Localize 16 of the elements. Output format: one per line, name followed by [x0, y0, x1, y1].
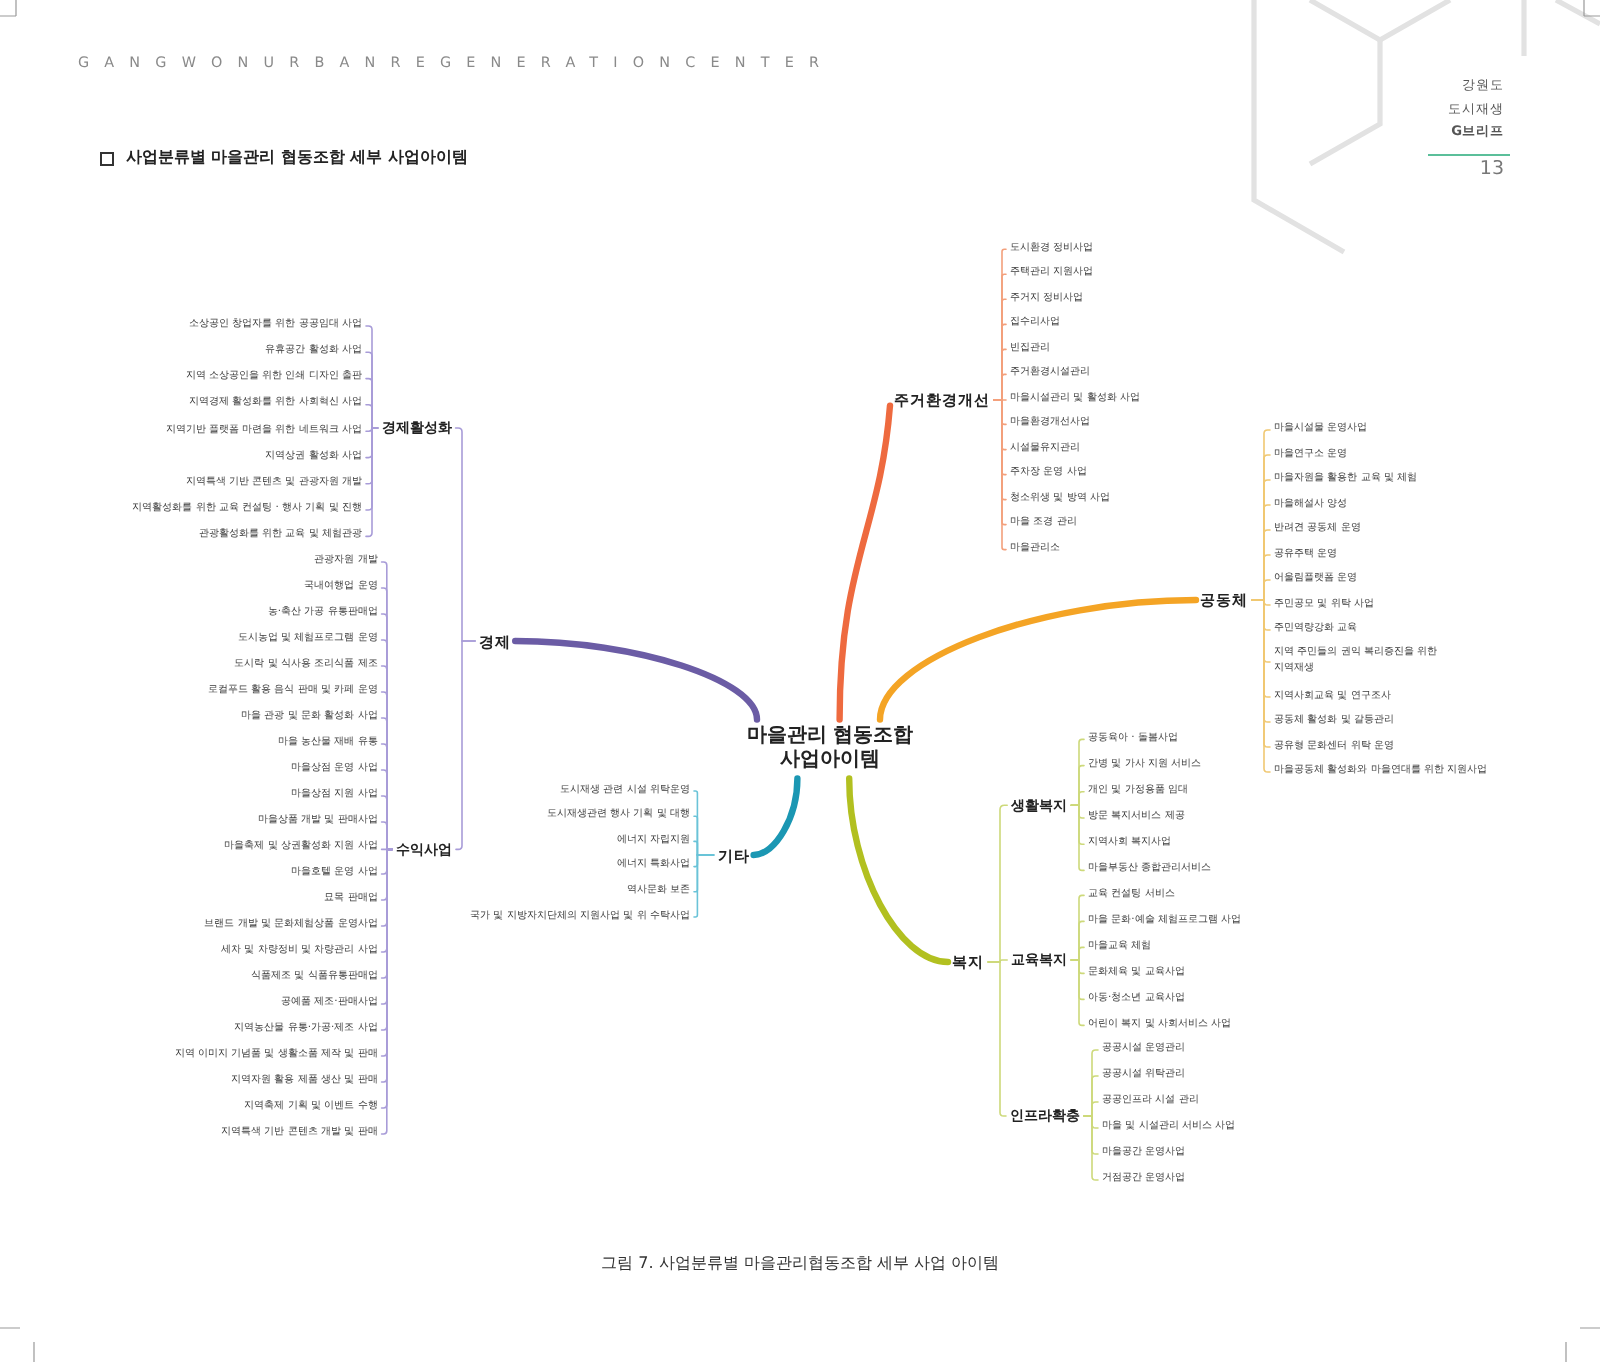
bracket-line [365, 404, 379, 429]
branch-curve [846, 775, 952, 966]
bracket-line [1070, 804, 1085, 872]
bracket-line [455, 640, 476, 851]
topic-label: 마을관리 협동조합 사업아이템 [734, 719, 926, 779]
bracket-line [987, 961, 1007, 1117]
page-number: 13 [1479, 157, 1504, 183]
bracket-line [1070, 959, 1085, 1027]
branch-curve [750, 775, 801, 859]
bracket-line [693, 854, 715, 918]
bracket-line [380, 821, 393, 851]
branch-curve [836, 402, 894, 723]
branch-curve [876, 596, 1200, 723]
branch-curve [512, 637, 761, 723]
caption: 그림 7. 사업분류별 마을관리협동조합 세부 사업 아이템 [601, 1253, 999, 1275]
bracket-line [365, 427, 379, 538]
